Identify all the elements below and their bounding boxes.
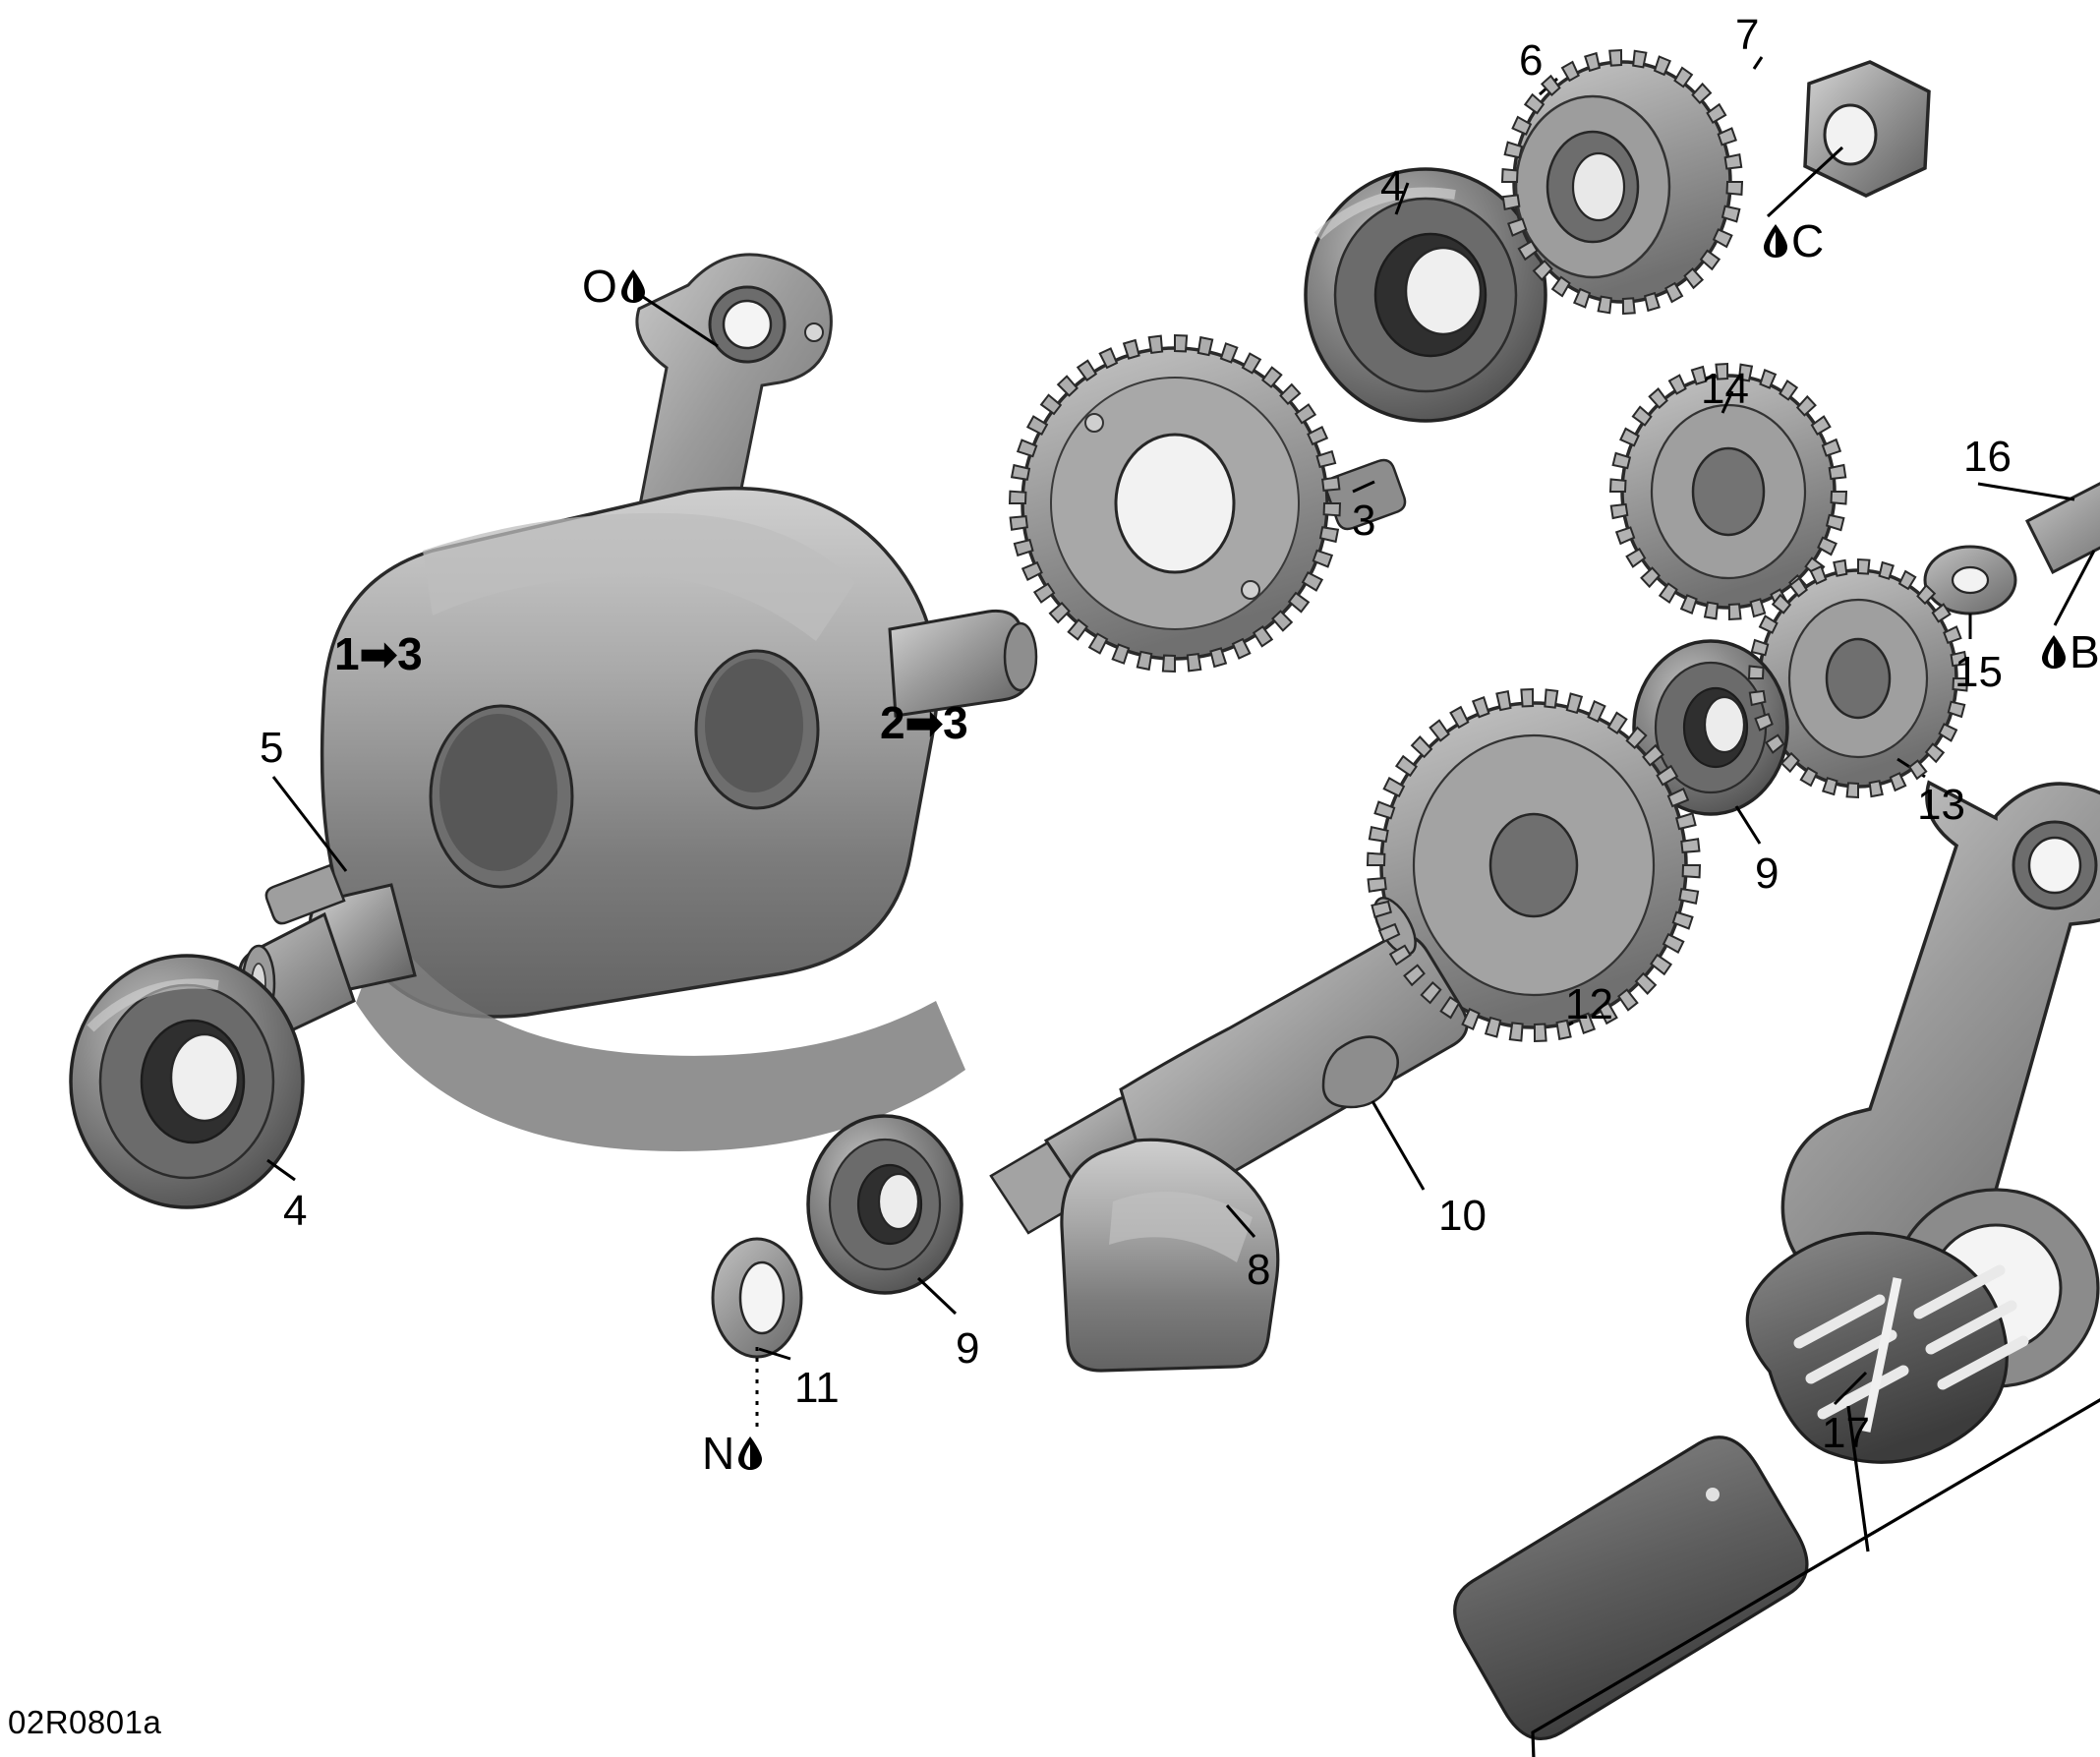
part-oil-seal	[711, 1237, 803, 1359]
part-balance-shaft	[989, 897, 1469, 1373]
oil-drop-icon	[620, 268, 646, 304]
callout-c-3: 3	[1352, 497, 1376, 545]
callout-c-11: 11	[794, 1364, 840, 1412]
part-ball-bearing-top	[1304, 167, 1547, 423]
callout-c-14: 14	[1701, 365, 1749, 413]
lubricant-letter: B	[2070, 626, 2100, 677]
callout-c-1to3: 1➡3	[334, 628, 423, 679]
callout-c-7: 7	[1735, 11, 1760, 59]
callout-c-2to3: 2➡3	[880, 697, 968, 748]
gear-teeth	[1008, 48, 1969, 1043]
lubricant-letter: C	[1791, 215, 1825, 266]
callout-c-15: 15	[1954, 648, 2003, 696]
part-needle-bearing-cage	[1745, 1231, 2029, 1464]
callout-c-4-left: 4	[283, 1187, 308, 1235]
diagram-footer-code: 02R0801a	[8, 1704, 162, 1740]
callout-c-6: 6	[1519, 36, 1544, 85]
oil-drop-icon	[1763, 223, 1788, 259]
callout-c-5: 5	[260, 724, 284, 772]
oil-drop-icon	[737, 1435, 763, 1471]
part-idler-gear-upper	[1620, 374, 1837, 610]
lubricant-symbol-n: N	[702, 1431, 763, 1476]
callout-c-4-top: 4	[1380, 162, 1405, 210]
part-idler-gear-large	[1379, 701, 1688, 1029]
part-piston-pin	[1453, 1435, 1809, 1741]
lubricant-symbol-b: B	[2041, 629, 2100, 674]
callout-c-16: 16	[1963, 433, 2012, 481]
callout-c-12: 12	[1565, 980, 1613, 1028]
oil-drop-icon	[2041, 634, 2067, 670]
part-washer	[1923, 545, 2017, 615]
part-ball-bearing-left	[69, 954, 305, 1209]
callout-c-9-bot: 9	[956, 1324, 980, 1373]
part-half-moon-key	[1321, 1035, 1399, 1109]
part-dowel-pin	[264, 863, 346, 925]
lubricant-letter: O	[582, 261, 617, 312]
part-screw	[2024, 482, 2100, 575]
part-crankshaft-assembly	[238, 253, 1038, 1151]
lubricant-symbol-o: O	[582, 264, 646, 309]
part-balance-gear	[1021, 346, 1329, 661]
callout-c-10: 10	[1438, 1192, 1487, 1240]
lubricant-letter: N	[702, 1428, 735, 1479]
callout-c-9-top: 9	[1755, 849, 1779, 898]
callout-c-17: 17	[1822, 1409, 1870, 1457]
part-ball-bearing-bottom	[806, 1114, 963, 1295]
lubricant-symbol-c: C	[1763, 218, 1824, 264]
callout-c-8: 8	[1247, 1246, 1271, 1294]
callout-c-13: 13	[1917, 781, 1965, 829]
part-drive-gear	[1512, 60, 1732, 304]
part-hex-nut	[1803, 60, 1931, 198]
bracket-17	[1531, 1397, 2100, 1757]
